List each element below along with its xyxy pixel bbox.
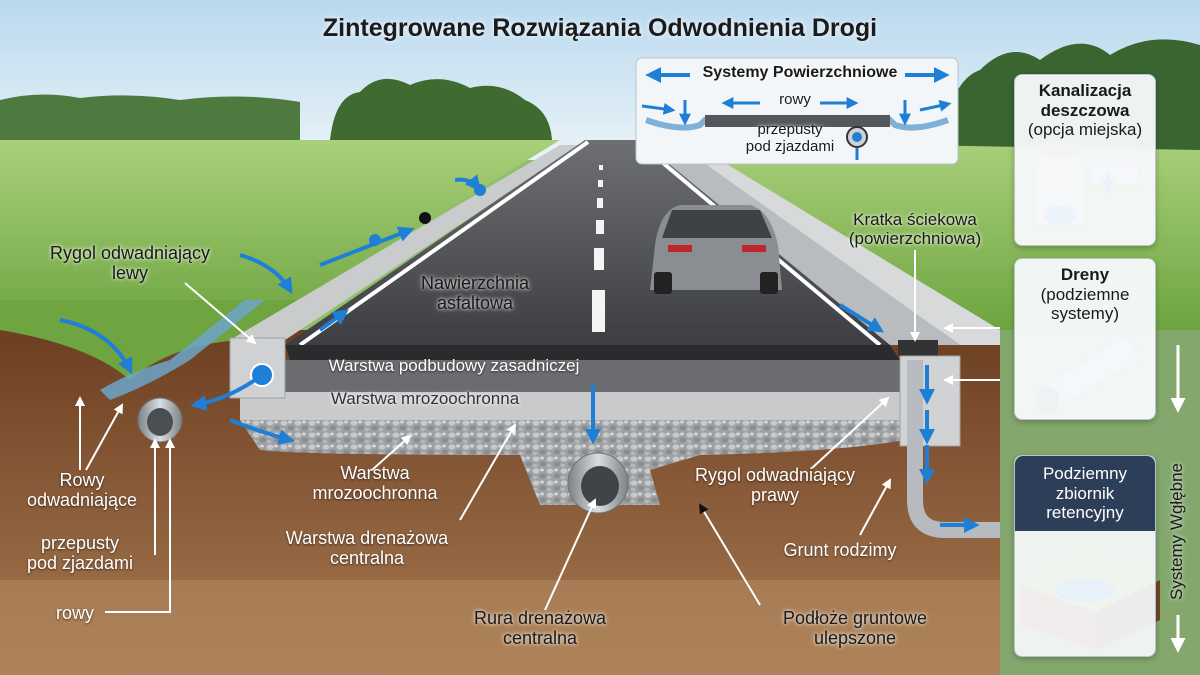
culverts-line1: przepusty [40,533,120,553]
drains-sub-2: systemy) [1051,304,1119,324]
deep-systems-label: Systemy Wgłębne [1167,463,1186,600]
ditch-water [100,300,265,400]
central-pipe-label: Rura drenażowa centralna [455,608,625,648]
frost-lower-line1: Warstwa [340,463,410,483]
right-channel-line2: prawy [750,485,799,506]
central-drain-pipe [567,452,629,514]
surface-panel-culverts-line2: pod zjazdami [745,137,835,155]
storm-sewer-title-2: deszczowa [1040,100,1130,120]
page-title: Zintegrowane Rozwiązania Odwodnienia Dro… [322,14,878,42]
left-channel-pipe-end [250,363,274,387]
drains-sub-1: (podziemne [1040,284,1130,304]
retention-panel: Podziemny zbiornik retencyjny [1014,455,1156,657]
left-curb [230,145,580,340]
ditches-line2: odwadniające [26,490,138,511]
right-down-pipe [907,360,1000,538]
ditches-line1: Rowy [59,470,105,490]
storm-sewer-panel: Kanalizacja deszczowa (opcja miejska) [1014,74,1156,246]
surface-panel-graphic [635,57,959,165]
surface-panel-title: Systemy Powierzchniowe [702,64,898,81]
retention-line3: retencyjny [1046,503,1124,523]
distant-pipe-2 [419,212,431,224]
flow-arrows [59,174,980,533]
storm-sewer-sub: (opcja miejska) [1027,120,1143,140]
right-channel-label: Rygol odwadniający prawy [680,465,870,505]
improved-subgrade-line2: ulepszone [813,628,897,649]
improved-subgrade-line1: Podłoże gruntowe [782,608,928,628]
drains-panel: Dreny (podziemne systemy) [1014,258,1156,420]
central-pipe-line1: Rura drenażowa [473,608,607,628]
left-channel-line1: Rygol odwadniający [49,243,211,263]
ditches-small-label: rowy [55,603,94,623]
grate-label: Kratka ściekowa (powierzchniowa) [835,210,995,248]
asphalt-line2: asfaltowa [436,293,514,314]
road-surface [285,140,890,345]
grate-line1: Kratka ściekowa [853,210,977,229]
asphalt-line1: Nawierzchnia [420,273,530,293]
central-drain-layer-line1: Warstwa drenażowa [285,528,449,548]
native-soil-label: Grunt rodzimy [783,540,897,560]
center-dashes [592,165,605,332]
retention-line1: Podziemny [1042,464,1128,483]
right-shoulder [640,140,960,345]
improved-subgrade-label: Podłoże gruntowe ulepszone [760,608,950,648]
right-channel-line1: Rygol odwadniający [694,465,856,485]
deep-soil [0,580,1000,675]
frost-lower-line2: mrozoochronna [312,483,438,504]
central-drain-layer-label: Warstwa drenażowa centralna [272,528,462,568]
frost-layer-label: Warstwa mrozoochronna [330,389,520,408]
central-pipe-line2: centralna [502,628,578,649]
far-trees-left [0,94,300,140]
drains-title: Dreny [1060,265,1110,284]
left-field [0,140,560,330]
base-layer-label: Warstwa podbudowy zasadniczej [328,356,580,375]
grate-line2: (powierzchniowa) [848,229,982,249]
frost-layer [240,392,930,420]
culverts-line2: pod zjazdami [26,553,134,574]
central-drain-layer-line2: centralna [329,548,405,569]
culverts-label: przepusty pod zjazdami [10,533,150,573]
left-culvert-pipe [137,397,183,443]
pointer-lines [75,250,1000,613]
surface-panel-culverts: przepusty pod zjazdami [735,121,845,156]
ditches-label: Rowy odwadniające [12,470,152,510]
asphalt-edge [285,345,900,360]
tree-cluster-left [330,78,552,140]
frost-lower-label: Warstwa mrozoochronna [300,463,450,503]
asphalt-label: Nawierzchnia asfaltowa [395,273,555,313]
left-channel-line2: lewy [111,263,148,284]
car [650,205,782,294]
surface-panel-ditches: rowy [779,91,811,108]
surface-panel-culverts-line1: przepusty [757,121,823,138]
storm-sewer-title-1: Kanalizacja [1038,81,1132,100]
base-layer [285,360,905,392]
retention-line2: zbiornik [1055,483,1115,503]
right-grass-strip [700,160,1000,345]
grate [898,340,938,356]
left-channel-label: Rygol odwadniający lewy [30,243,230,283]
